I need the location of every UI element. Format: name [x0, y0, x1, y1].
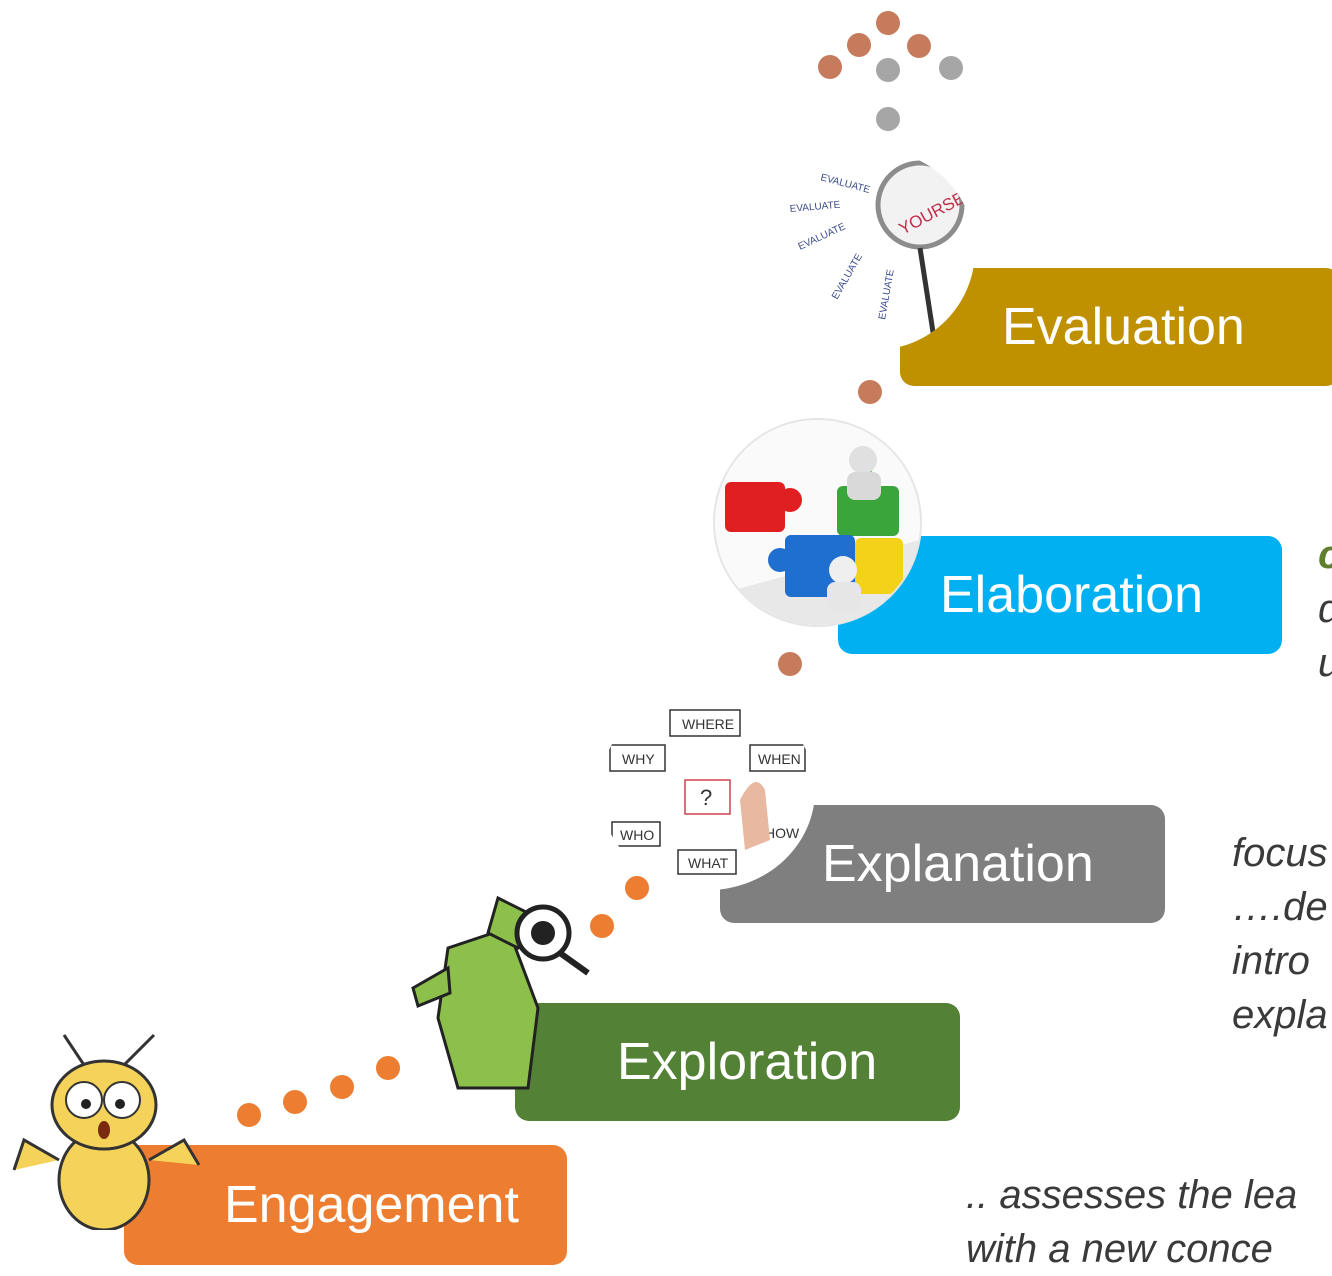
explanation-description: focus ….de intro expla [1232, 826, 1328, 1042]
path-dot [858, 380, 882, 404]
stage-exploration-label: Exploration [617, 1033, 878, 1091]
path-dot [876, 107, 900, 131]
detective-magnifier-icon [388, 888, 600, 1100]
evaluation-description-line: .. assesses the lea [966, 1173, 1298, 1217]
svg-text:HOW: HOW [765, 825, 800, 841]
svg-text:WHY: WHY [622, 751, 655, 767]
svg-text:WHAT: WHAT [688, 855, 729, 871]
evaluate-yourself-magnifier-icon: EVALUATE EVALUATE EVALUATE EVALUATE EVAL… [775, 150, 975, 350]
explanation-description-line: focus [1232, 831, 1328, 875]
path-dot [939, 56, 963, 80]
stage-engagement-label: Engagement [224, 1176, 519, 1234]
path-dot [625, 876, 649, 900]
svg-text:EVALUATE: EVALUATE [797, 221, 848, 253]
stage-explanation-label: Explanation [822, 835, 1094, 893]
stage-evaluation: Evaluation [900, 268, 1332, 386]
elaboration-description-line: u [1318, 636, 1332, 690]
path-dot [778, 652, 802, 676]
path-dot [847, 33, 871, 57]
stage-elaboration-label: Elaboration [940, 566, 1204, 624]
stage-evaluation-label: Evaluation [1002, 298, 1245, 356]
elaboration-description: c d u [1318, 528, 1332, 690]
question-diagram-icon: WHERE WHY WHEN ? WHO WHAT HOW [600, 690, 815, 890]
svg-text:EVALUATE: EVALUATE [877, 268, 897, 320]
path-dot [237, 1103, 261, 1127]
svg-text:?: ? [700, 785, 712, 810]
explanation-description-line: expla [1232, 993, 1328, 1037]
svg-text:EVALUATE: EVALUATE [789, 200, 841, 215]
evaluation-description: .. assesses the lea with a new conce [966, 1168, 1297, 1276]
path-dot [818, 55, 842, 79]
svg-text:WHEN: WHEN [758, 751, 801, 767]
svg-text:EVALUATE: EVALUATE [819, 172, 871, 196]
path-dot [330, 1075, 354, 1099]
stage-engagement: Engagement [124, 1145, 567, 1265]
elaboration-description-line: d [1318, 582, 1332, 636]
path-dot [876, 58, 900, 82]
explanation-description-line: ….de [1232, 885, 1328, 929]
path-dot [876, 11, 900, 35]
svg-text:WHERE: WHERE [682, 716, 734, 732]
path-dot [283, 1090, 307, 1114]
confused-bug-icon [4, 1030, 209, 1230]
explanation-description-line: intro [1232, 939, 1310, 983]
puzzle-pieces-icon [715, 420, 920, 625]
svg-text:EVALUATE: EVALUATE [830, 252, 865, 302]
path-dot [376, 1056, 400, 1080]
stage-exploration: Exploration [515, 1003, 960, 1121]
elaboration-description-line: c [1318, 528, 1332, 582]
svg-text:WHO: WHO [620, 827, 654, 843]
path-dot [907, 34, 931, 58]
path-dot [590, 914, 614, 938]
evaluation-description-line: with a new conce [966, 1227, 1273, 1271]
